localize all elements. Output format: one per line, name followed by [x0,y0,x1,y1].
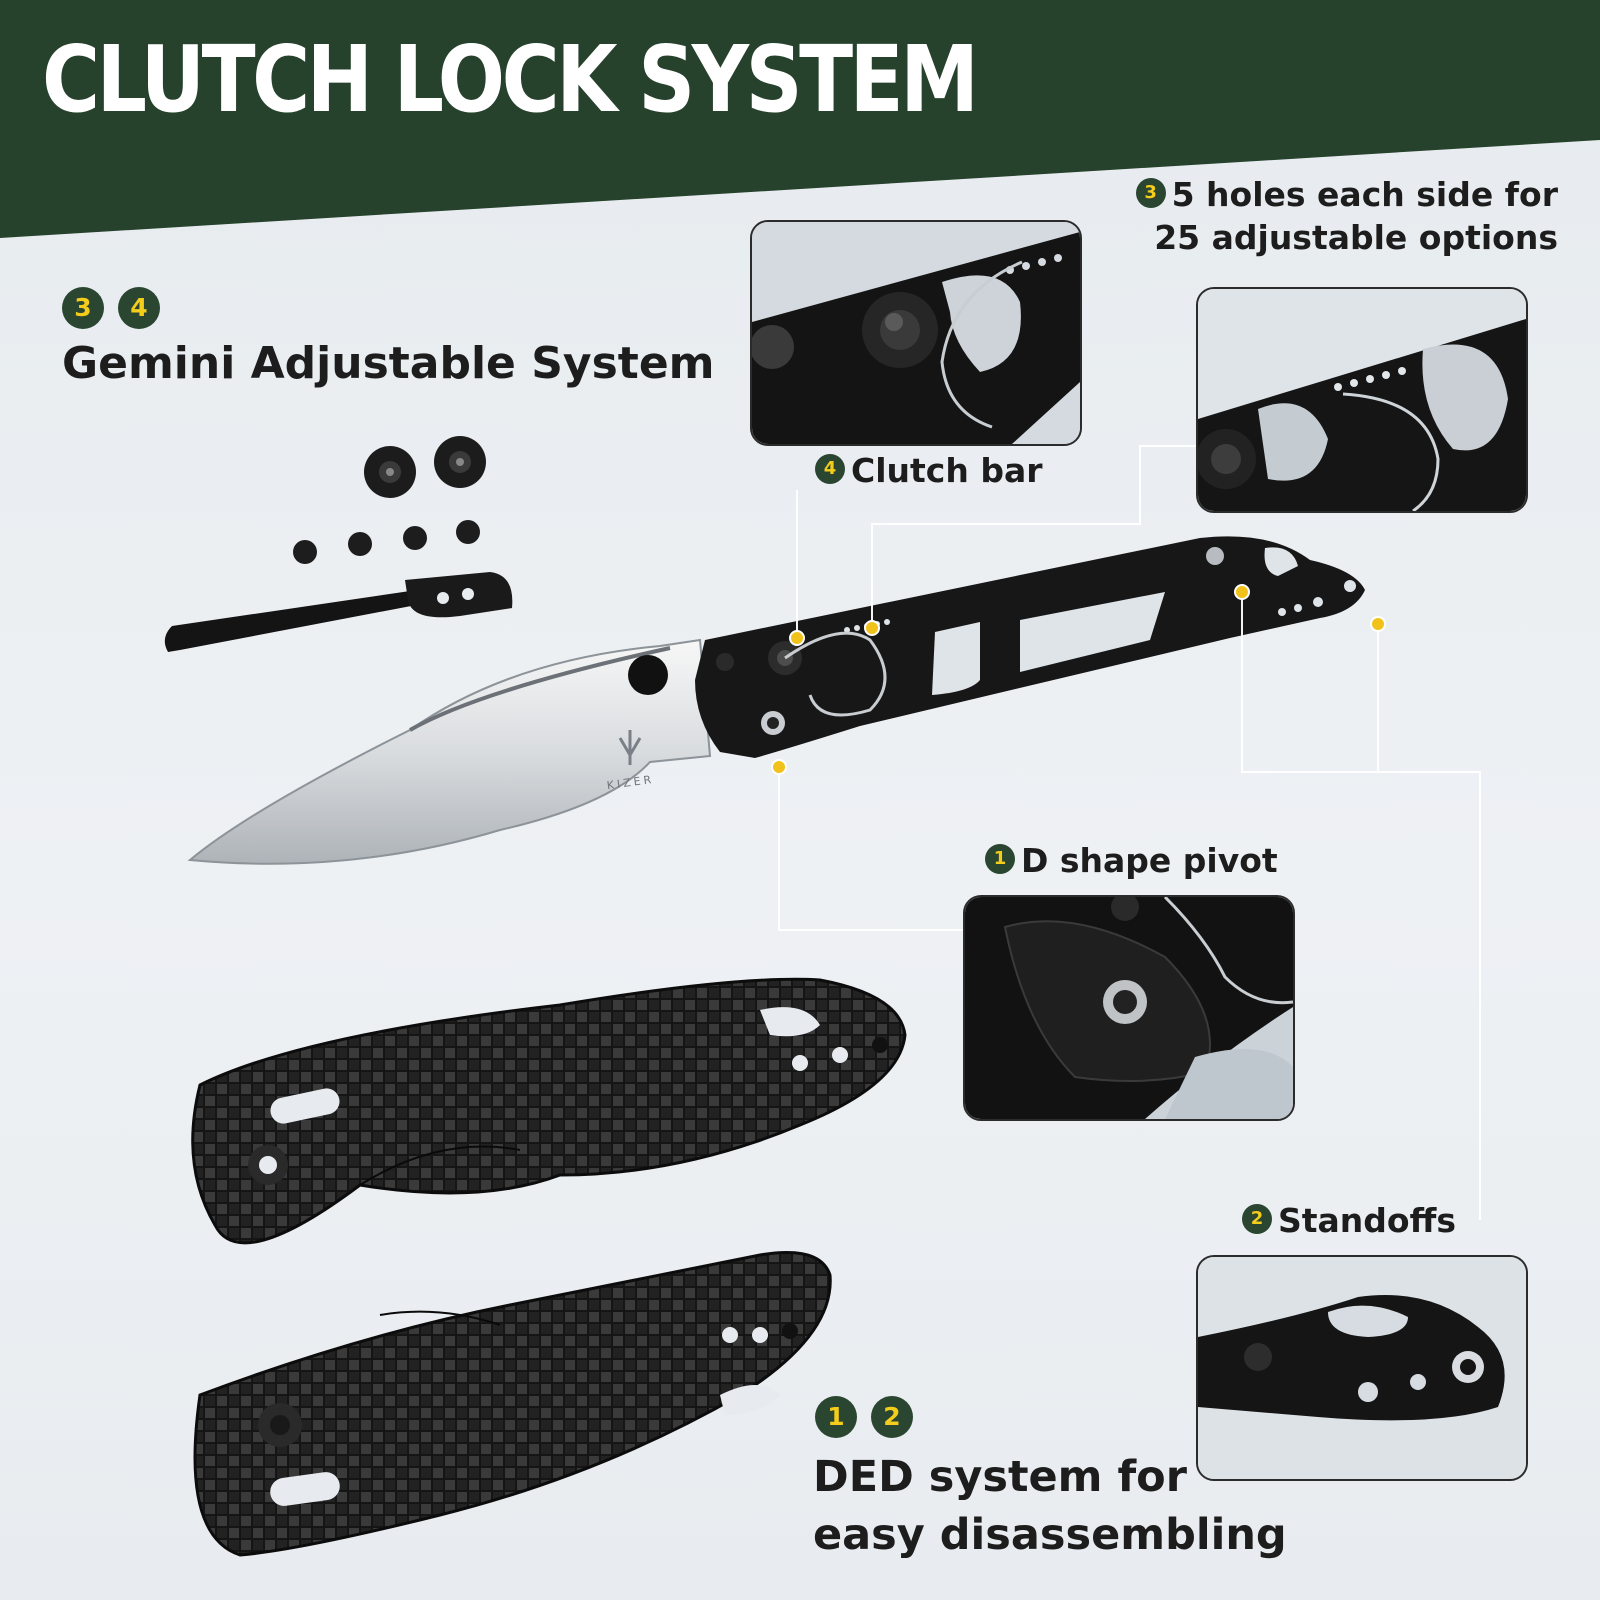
standoffs-label: Standoffs [1278,1201,1456,1240]
holes-callout-line2: 25 adjustable options [1154,217,1558,257]
knife-main: KIZER [187,536,1365,865]
badge-2: 2 [1242,1203,1272,1234]
carbon-fiber-scales [191,977,907,1557]
standoffs-closeup [1196,1255,1528,1481]
adjustment-holes-closeup [1196,287,1528,513]
scale-front [191,977,907,1245]
d-shape-pivot-label: D shape pivot [1021,841,1278,880]
ded-title: DED system for easy disassembling [813,1448,1287,1564]
badge-3: 3 [1135,177,1166,208]
d-shape-pivot-closeup [963,895,1295,1121]
badge-1: 1 [815,1396,857,1438]
scale-back [193,1251,832,1557]
blade [187,638,712,865]
gemini-title: Gemini Adjustable System [62,338,715,389]
clutch-bar-closeup [750,220,1082,446]
ded-title-line2: easy disassembling [813,1510,1287,1561]
badge-4: 4 [118,287,160,329]
clutch-bar-label: Clutch bar [851,451,1043,490]
badge-4: 4 [815,453,845,484]
hardware-parts [164,436,513,652]
holes-callout-line1: 5 holes each side for [1171,175,1558,214]
standoff-screw [364,446,416,498]
title-banner [0,0,1600,238]
pocket-clip [164,572,513,652]
ded-title-line1: DED system for [813,1452,1187,1502]
small-screws [293,520,480,564]
badge-2: 2 [871,1396,913,1438]
badge-1: 1 [985,843,1015,874]
frame-handle [695,536,1365,758]
page-title: CLUTCH LOCK SYSTEM [42,26,979,133]
badge-3: 3 [62,287,104,329]
standoff-screw [434,436,486,488]
